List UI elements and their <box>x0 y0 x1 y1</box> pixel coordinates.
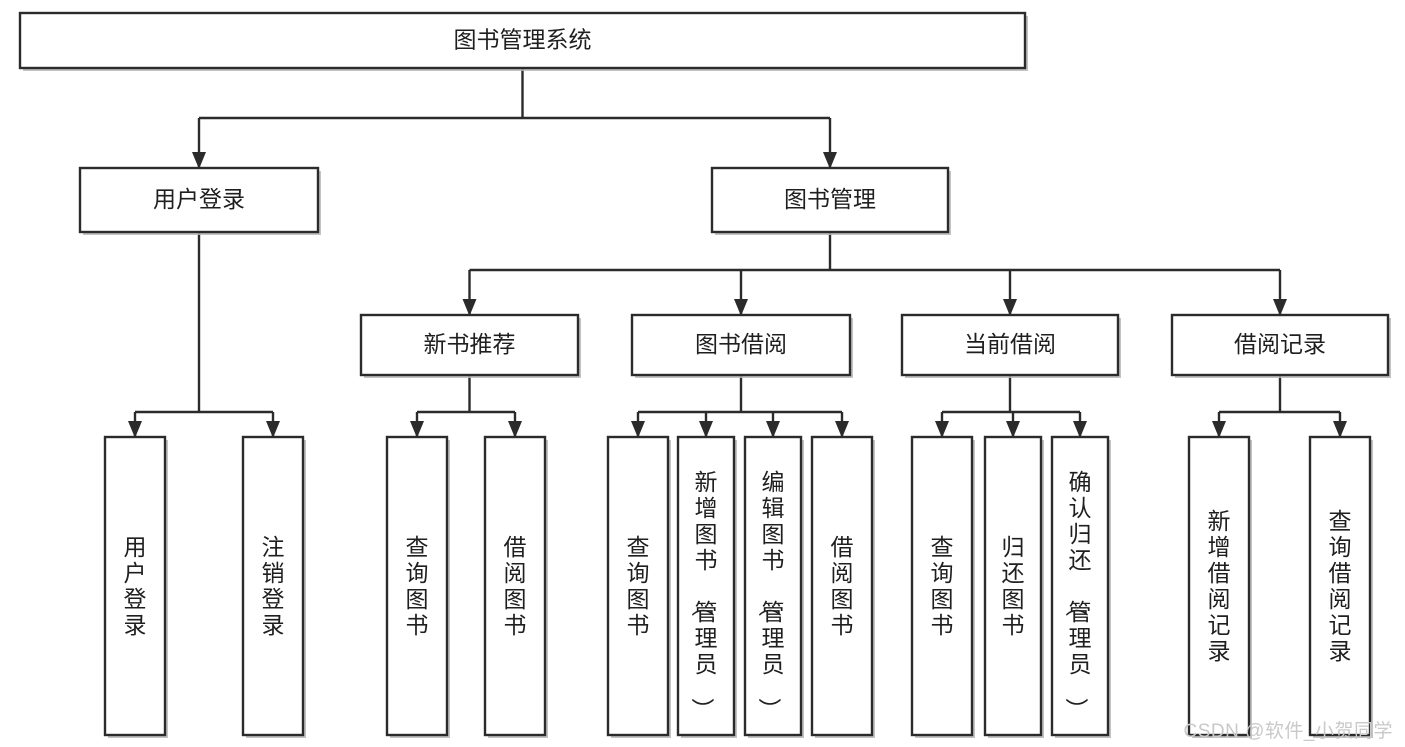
node-new-book-recommend[interactable]: 新书推荐 <box>359 313 581 378</box>
node-root-图书管理系统[interactable]: 图书管理系统 <box>18 11 1028 71</box>
node-leaf-query-record[interactable]: 查询借阅记录 <box>1308 435 1373 738</box>
node-leaf-query-book-3[interactable]: 查询图书 <box>910 435 975 738</box>
edge-arrowhead <box>1006 421 1020 438</box>
node-label: 用户登录 <box>153 186 245 212</box>
edge-group-book-borrow <box>631 375 849 438</box>
node-box[interactable] <box>630 313 852 377</box>
node-label: 查询图书 <box>931 534 954 638</box>
node-current-borrow[interactable]: 当前借阅 <box>900 313 1121 378</box>
edge-arrowhead <box>734 299 748 316</box>
node-box[interactable] <box>910 435 974 737</box>
edge-arrowhead <box>192 152 206 169</box>
node-box[interactable] <box>1187 435 1251 737</box>
node-leaf-edit-book[interactable]: 编辑图书（管理员） <box>743 435 804 738</box>
node-leaf-add-book[interactable]: 新增图书（管理员） <box>676 435 737 738</box>
node-label: 用户登录 <box>124 534 147 638</box>
edge-arrowhead <box>266 421 280 438</box>
node-label: 当前借阅 <box>964 331 1056 357</box>
edge-group-current-borrow <box>935 375 1087 438</box>
edge-arrowhead <box>631 421 645 438</box>
node-label: 确认归还（管理员） <box>1064 469 1092 721</box>
node-label: 图书借阅 <box>695 331 787 357</box>
node-box[interactable] <box>900 313 1120 377</box>
edges-layer <box>128 68 1347 438</box>
node-label: 借阅记录 <box>1234 331 1326 357</box>
node-box[interactable] <box>676 435 736 737</box>
edge-group-root <box>192 68 837 169</box>
node-label: 归还图书 <box>1002 534 1025 638</box>
edge-group-new-book-recommend <box>410 375 522 438</box>
node-box[interactable] <box>18 11 1027 70</box>
node-label: 新增借阅记录 <box>1208 508 1231 664</box>
edge-arrowhead <box>823 152 837 169</box>
node-label: 查询图书 <box>406 534 429 638</box>
node-leaf-borrow-book-2[interactable]: 借阅图书 <box>810 435 875 738</box>
node-leaf-query-book-1[interactable]: 查询图书 <box>385 435 450 738</box>
node-label: 新增图书（管理员） <box>690 469 718 721</box>
node-box[interactable] <box>983 435 1043 737</box>
node-leaf-logout[interactable]: 注销登录 <box>241 435 306 738</box>
node-leaf-user-login[interactable]: 用户登录 <box>103 435 168 738</box>
edge-group-book-manage <box>462 232 1287 316</box>
edge-arrowhead <box>1003 299 1017 316</box>
node-box[interactable] <box>1170 313 1390 377</box>
node-label: 查询图书 <box>627 534 650 638</box>
edge-arrowhead <box>1333 421 1347 438</box>
node-label: 查询借阅记录 <box>1329 508 1352 664</box>
node-box[interactable] <box>810 435 874 737</box>
node-box[interactable] <box>359 313 580 377</box>
node-box[interactable] <box>710 166 950 234</box>
node-box[interactable] <box>385 435 449 737</box>
edge-arrowhead <box>1073 421 1087 438</box>
node-box[interactable] <box>241 435 305 737</box>
node-label: 新书推荐 <box>424 331 516 357</box>
edge-arrowhead <box>1212 421 1226 438</box>
node-label: 注销登录 <box>262 534 285 638</box>
node-borrow-record[interactable]: 借阅记录 <box>1170 313 1391 378</box>
nodes-layer: 图书管理系统用户登录图书管理新书推荐图书借阅当前借阅借阅记录用户登录注销登录查询… <box>18 11 1391 738</box>
node-leaf-confirm-return[interactable]: 确认归还（管理员） <box>1050 435 1111 738</box>
edge-arrowhead <box>128 421 142 438</box>
node-box[interactable] <box>743 435 803 737</box>
node-label: 借阅图书 <box>831 534 854 638</box>
node-box[interactable] <box>606 435 670 737</box>
edge-arrowhead <box>1273 299 1287 316</box>
edge-group-borrow-record <box>1212 375 1347 438</box>
node-label: 图书管理系统 <box>454 27 592 53</box>
node-user-login[interactable]: 用户登录 <box>78 166 321 235</box>
edge-arrowhead <box>410 421 424 438</box>
node-leaf-add-record[interactable]: 新增借阅记录 <box>1187 435 1252 738</box>
node-box[interactable] <box>78 166 320 234</box>
node-label: 借阅图书 <box>504 534 527 638</box>
node-book-manage[interactable]: 图书管理 <box>710 166 951 235</box>
edge-group-user-login <box>128 232 280 438</box>
node-leaf-return-book[interactable]: 归还图书 <box>983 435 1044 738</box>
node-leaf-borrow-book-1[interactable]: 借阅图书 <box>483 435 548 738</box>
edge-arrowhead <box>508 421 522 438</box>
node-box[interactable] <box>103 435 167 737</box>
edge-arrowhead <box>935 421 949 438</box>
edge-arrowhead <box>462 299 477 316</box>
edge-arrowhead <box>766 421 780 438</box>
node-label: 图书管理 <box>784 186 876 212</box>
edge-arrowhead <box>835 421 849 438</box>
node-box[interactable] <box>1308 435 1372 737</box>
node-box[interactable] <box>1050 435 1110 737</box>
edge-arrowhead <box>699 421 713 438</box>
node-leaf-query-book-2[interactable]: 查询图书 <box>606 435 671 738</box>
node-label: 编辑图书（管理员） <box>757 469 785 721</box>
node-box[interactable] <box>483 435 547 737</box>
node-book-borrow[interactable]: 图书借阅 <box>630 313 853 378</box>
